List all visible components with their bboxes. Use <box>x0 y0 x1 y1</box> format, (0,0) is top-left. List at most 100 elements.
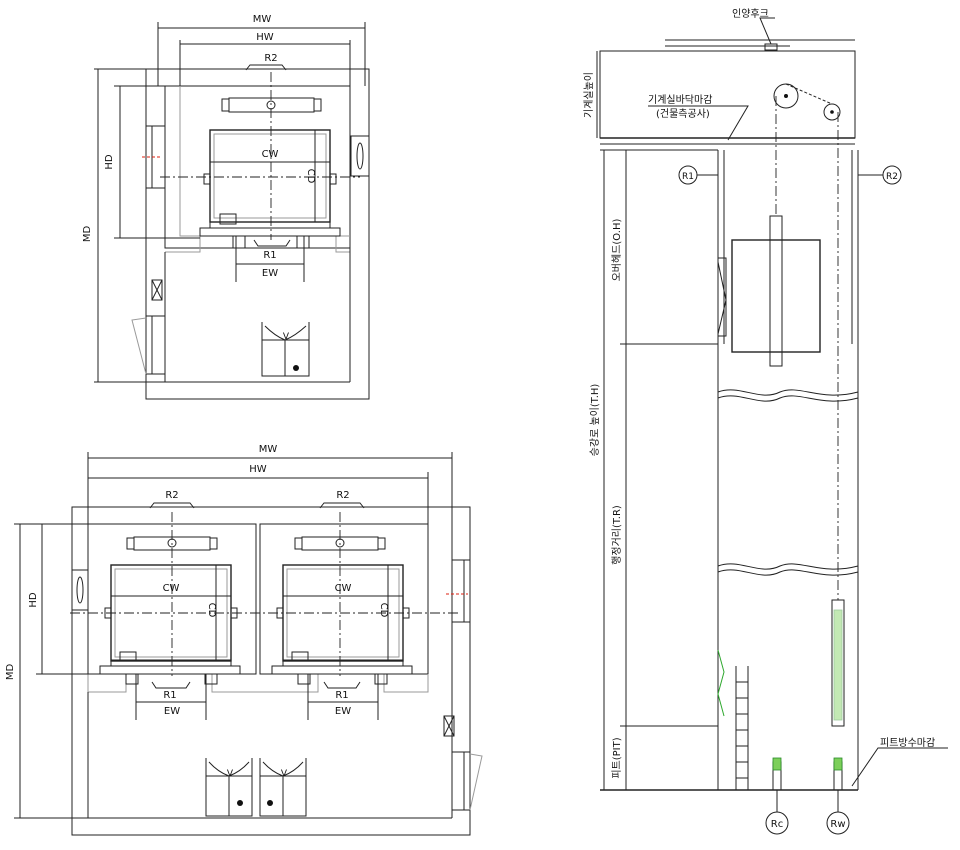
r1-label-2: R1 <box>335 690 348 701</box>
car-1-landing-sill <box>99 665 241 675</box>
counterweight-elevation <box>831 599 845 727</box>
travel-label: 행정거리(T.R) <box>611 505 623 565</box>
duplex-machine-2-point <box>267 800 273 806</box>
rw-label: Rw <box>830 819 845 830</box>
machine-floor-leader <box>648 105 749 141</box>
machine-room-outline <box>145 68 370 400</box>
counterweight-2-rail-right <box>377 537 386 550</box>
machine-floor-label: 기계실바닥마감 <box>648 94 712 106</box>
rc-label: Rc <box>771 819 783 830</box>
r1-bracket <box>253 239 291 247</box>
hw-label: HW <box>256 32 274 43</box>
rc-marker <box>765 811 789 835</box>
counterweight-rail-right <box>313 98 322 112</box>
cd1-label: CD <box>206 603 217 618</box>
break-mark-4 <box>717 569 859 576</box>
car-elevation <box>731 239 821 353</box>
r1-bracket-2 <box>323 681 361 689</box>
cw1-label: CW <box>163 583 180 594</box>
entry-door-frame <box>145 315 166 375</box>
cw-label: CW <box>262 149 279 160</box>
duplex-machine-1 <box>205 758 253 777</box>
hd-label: HD <box>104 154 115 170</box>
hook-leader <box>759 17 775 45</box>
landing-door-frame-left <box>232 235 246 249</box>
cwt-buffer-spring <box>833 757 843 771</box>
hoistway-front-wall-right <box>335 235 350 253</box>
break-mark-3 <box>717 563 859 570</box>
duplex-front-wall <box>87 673 429 693</box>
plan-single-car: MW HW R2 CW CD R1 EW HD MD V <box>82 14 370 400</box>
duplex-md-label: MD <box>5 664 16 681</box>
break-mark-1 <box>717 389 859 396</box>
r1-bracket-1 <box>151 681 191 689</box>
car-door-sill <box>219 213 237 225</box>
rw-marker <box>826 811 850 835</box>
pit-ladder <box>735 666 749 790</box>
r2-label: R2 <box>264 53 277 64</box>
duplex-building-outline <box>71 506 471 836</box>
mw-label: MW <box>253 14 272 25</box>
r1-label-1: R1 <box>163 690 176 701</box>
car-1-landing-frame-right <box>204 673 218 685</box>
sheave-rope <box>785 83 833 105</box>
car-door-hatch <box>717 257 727 337</box>
plan-duplex: CW CD R2 R1 EW CW CD R2 R1 <box>5 444 483 836</box>
counterweight-1-rail-left <box>126 537 135 550</box>
r1-section-label: R1 <box>682 172 694 182</box>
ew1-label: EW <box>164 706 180 717</box>
cd-label: CD <box>305 169 316 184</box>
duplex-machine-2-v-mark: V <box>281 769 288 779</box>
ew2-label: EW <box>335 706 351 717</box>
r2-label-2: R2 <box>336 490 349 501</box>
counterweight <box>228 97 315 113</box>
counterweight-rail-left <box>221 98 230 112</box>
overhead-label: 오버헤드(O.H) <box>611 219 623 282</box>
duplex-entry-swing <box>469 753 483 811</box>
landing-door-green <box>717 649 725 717</box>
car-door-hatch-diag-2 <box>717 299 727 335</box>
window-left <box>145 125 166 189</box>
duplex-hd-label: HD <box>28 592 39 608</box>
car-1-door-sill <box>119 651 137 662</box>
car-2-landing-frame-left <box>297 673 311 685</box>
duplex-car-2: CW CD R2 R1 EW <box>271 490 413 720</box>
pit-waterproof-leader <box>851 747 948 787</box>
switch-box-cross-2 <box>151 279 163 301</box>
vent-fan <box>350 135 370 177</box>
car-door-panel <box>209 221 331 229</box>
duplex-switch-box <box>443 715 455 737</box>
duplex-switch-box-cross-2 <box>443 715 455 737</box>
section-view: 인양후크 기계실높이 기계실바닥마감 (건물측공사) <box>583 8 948 835</box>
machine-point <box>293 365 299 371</box>
deflector-sheave-hub <box>830 110 834 114</box>
car-rail-left <box>203 173 211 185</box>
landing-door-frame-right <box>296 235 310 249</box>
r2-label-1: R2 <box>165 490 178 501</box>
hoistway-inner-wall <box>165 86 201 253</box>
car-inner <box>213 133 327 219</box>
duplex-entry-door <box>451 751 471 811</box>
duplex-car-1: CW CD R2 R1 EW <box>99 490 241 720</box>
entry-door-swing <box>131 317 147 375</box>
traction-sheave-hub <box>784 94 788 98</box>
ew-label: EW <box>262 268 278 279</box>
hoistway-wall <box>164 85 351 249</box>
r2-section-label: R2 <box>886 172 898 182</box>
r2-bracket-2 <box>319 502 365 509</box>
machine-v-mark: V <box>283 332 290 342</box>
car-2-landing-sill <box>271 665 413 675</box>
counterweight-2-rail-left <box>294 537 303 550</box>
cw2-label: CW <box>335 583 352 594</box>
counterweight-fill <box>833 609 843 721</box>
hoistway-height-label: 승강로 높이(T.H) <box>589 384 601 457</box>
duplex-window-right <box>451 559 471 623</box>
car-2-landing-frame-right <box>374 673 388 685</box>
hook-label: 인양후크 <box>732 8 769 20</box>
traction-machine <box>261 322 310 341</box>
duplex-hw-label: HW <box>249 464 267 475</box>
break-mark-2 <box>717 395 859 402</box>
car-door-hatch-diag-1 <box>717 261 727 301</box>
duplex-machine-1-v-mark: V <box>227 769 234 779</box>
